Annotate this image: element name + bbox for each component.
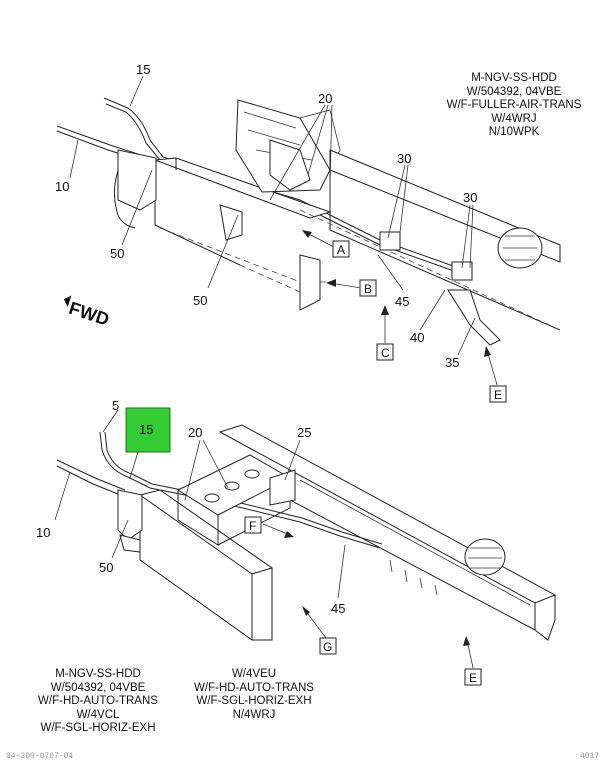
callout-5: 5: [112, 398, 119, 413]
fwd-arrow-icon: [63, 295, 72, 307]
note-line: N/4WRJ: [232, 708, 276, 721]
view-box-f: F: [249, 519, 256, 533]
top-callouts: 15 20 30 30 10 50 50 45 40 35: [55, 62, 477, 370]
view-box-g: G: [323, 640, 332, 654]
bottom-left-note: M-NGV-SS-HDD W/504392, 04VBE W/F-HD-AUTO…: [30, 668, 166, 736]
view-box-e-bottom: E: [469, 671, 477, 685]
note-line: N/10WPK: [488, 126, 540, 138]
note-line: W/504392, 04VBE: [466, 85, 562, 98]
note-line: W/4VEU: [231, 668, 277, 680]
view-box-b: B: [364, 282, 372, 296]
note-line: W/F-FULLER-AIR-TRANS: [446, 99, 582, 111]
callout-40: 40: [410, 330, 424, 345]
callout-50-a: 50: [110, 246, 124, 261]
note-line: W/4WRJ: [491, 112, 537, 125]
callout-10-bottom: 10: [36, 525, 50, 540]
note-line: W/F-SGL-HORIZ-EXH: [40, 722, 156, 734]
bottom-mid-note: W/4VEU W/F-HD-AUTO-TRANS W/F-SGL-HORIZ-E…: [186, 668, 322, 722]
top-illustration: [56, 97, 561, 346]
bottom-leaders: [54, 409, 474, 669]
callout-45-bottom: 45: [331, 601, 345, 616]
note-line: W/F-HD-AUTO-TRANS: [38, 695, 158, 707]
fwd-label: FWD: [67, 298, 112, 330]
note-line: W/F-HD-AUTO-TRANS: [194, 681, 314, 694]
callout-50-bottom: 50: [99, 560, 113, 575]
callout-25: 25: [297, 425, 311, 440]
callout-35: 35: [445, 355, 459, 370]
note-line: W/504392, 04VBE: [50, 681, 146, 694]
bottom-illustration: [56, 424, 557, 641]
highlight-box: [125, 407, 171, 453]
highlight-label-15: 15: [139, 422, 153, 437]
callout-30-a: 30: [397, 151, 411, 166]
callout-45: 45: [395, 294, 409, 309]
callout-20-bottom: 20: [188, 425, 202, 440]
fwd-indicator: FWD: [63, 295, 112, 330]
callout-15: 15: [136, 62, 150, 77]
callout-10: 10: [55, 179, 69, 194]
view-box-e-top: E: [494, 388, 502, 402]
note-line: W/F-SGL-HORIZ-EXH: [196, 695, 312, 707]
callout-30-b: 30: [463, 190, 477, 205]
top-leaders: [69, 75, 498, 386]
view-box-c: C: [381, 346, 390, 360]
bottom-callouts: 5 20 25 10 50 45: [36, 398, 345, 616]
view-box-a: A: [337, 243, 345, 257]
bottom-view-boxes: F G E: [244, 516, 482, 686]
top-right-note: M-NGV-SS-HDD W/504392, 04VBE W/F-FULLER-…: [446, 72, 582, 140]
note-line: M-NGV-SS-HDD: [55, 668, 141, 680]
callout-20: 20: [318, 91, 332, 106]
note-line: W/4VCL: [76, 708, 120, 721]
note-line: M-NGV-SS-HDD: [471, 72, 557, 84]
top-view-boxes: A B C E: [332, 240, 507, 403]
footer-right-code: 4017: [580, 752, 600, 761]
callout-50-b: 50: [193, 293, 207, 308]
footer-left-code: 04-300-0707-04: [6, 752, 74, 761]
